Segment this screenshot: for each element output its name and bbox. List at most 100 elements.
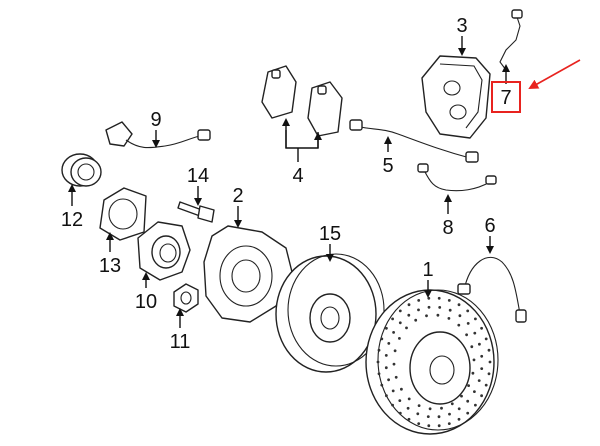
drill-hole xyxy=(447,422,451,425)
drill-holes xyxy=(376,296,492,428)
abs-sensor-part xyxy=(105,121,211,149)
drill-hole xyxy=(465,333,468,337)
drill-hole xyxy=(458,314,462,318)
drill-hole xyxy=(450,402,454,406)
seal-ring-part xyxy=(99,187,147,241)
drill-hole xyxy=(484,383,488,387)
drill-hole xyxy=(437,296,441,300)
drill-hole xyxy=(457,323,461,327)
drill-hole xyxy=(407,303,411,307)
drill-hole xyxy=(398,309,402,313)
drill-hole xyxy=(427,296,431,300)
drill-hole xyxy=(391,317,394,321)
highlight-arrow xyxy=(528,59,581,89)
drill-hole xyxy=(376,360,380,364)
drill-hole xyxy=(436,313,440,317)
drill-hole xyxy=(417,404,421,407)
part-7-highlight xyxy=(491,59,581,113)
drill-hole xyxy=(427,305,431,309)
callout-5: 5 xyxy=(382,155,393,177)
highlight-box xyxy=(491,81,521,113)
drill-hole xyxy=(407,397,411,401)
drill-hole xyxy=(437,415,441,419)
drill-hole xyxy=(457,407,461,411)
callout-8: 8 xyxy=(442,217,453,239)
drill-hole xyxy=(478,342,481,346)
drill-hole xyxy=(425,314,428,318)
drill-hole xyxy=(387,342,391,345)
drill-hole xyxy=(394,375,398,379)
drill-hole xyxy=(384,354,388,357)
drill-hole xyxy=(487,348,491,352)
brake-disc-drilled-part xyxy=(365,289,499,435)
drill-hole xyxy=(405,326,408,330)
brake-caliper-part xyxy=(421,55,491,139)
callout-12: 12 xyxy=(61,209,83,231)
drill-hole xyxy=(466,411,470,415)
wheel-bearing-part xyxy=(61,153,102,187)
drill-hole xyxy=(414,318,418,322)
callout-10: 10 xyxy=(135,291,157,313)
drill-hole xyxy=(440,406,443,410)
drill-hole xyxy=(472,358,476,362)
drill-hole xyxy=(392,362,396,366)
drill-hole xyxy=(377,372,381,376)
drill-hole xyxy=(488,360,492,364)
drill-hole xyxy=(447,299,451,302)
drill-hole xyxy=(474,317,477,321)
callout-2: 2 xyxy=(232,185,243,207)
wear-sensor-part xyxy=(499,9,523,71)
drill-hole xyxy=(398,337,401,340)
drill-hole xyxy=(471,371,475,375)
wheel-hub-part xyxy=(137,221,191,281)
drill-hole xyxy=(417,308,420,312)
callout-9: 9 xyxy=(150,109,161,131)
drill-hole xyxy=(392,331,395,334)
drill-hole xyxy=(437,424,441,428)
drill-hole xyxy=(380,383,384,387)
drill-hole xyxy=(417,422,421,425)
drill-hole xyxy=(470,345,474,349)
drill-hole xyxy=(428,407,432,411)
brake-hose-part xyxy=(457,256,527,323)
drill-hole xyxy=(398,399,402,402)
sensor-cable-part xyxy=(349,119,479,163)
drill-hole xyxy=(473,390,476,393)
drill-hole xyxy=(484,337,488,341)
drill-hole xyxy=(466,322,470,325)
drill-hole xyxy=(448,308,452,312)
drill-hole xyxy=(391,389,395,393)
drill-hole xyxy=(398,321,402,325)
callout-labels: 1 2 3 4 5 6 7 8 9 10 11 12 13 14 15 xyxy=(61,15,512,353)
drill-hole xyxy=(460,394,463,398)
drill-hole xyxy=(407,417,411,421)
drill-hole xyxy=(447,317,451,320)
drill-hole xyxy=(398,411,402,415)
hub-nut-part xyxy=(173,283,199,313)
drill-hole xyxy=(400,387,403,391)
drill-hole xyxy=(391,403,394,407)
drill-hole xyxy=(473,331,477,335)
drill-hole xyxy=(393,349,397,353)
drill-hole xyxy=(457,303,461,307)
drill-hole xyxy=(457,417,461,421)
drill-hole xyxy=(385,326,388,330)
drill-hole xyxy=(474,403,477,407)
callout-11: 11 xyxy=(170,331,191,353)
drill-hole xyxy=(466,309,470,313)
drill-hole xyxy=(480,394,483,398)
drill-hole xyxy=(407,313,411,317)
drill-hole xyxy=(448,412,451,416)
callout-3: 3 xyxy=(456,15,467,37)
drill-hole xyxy=(477,379,481,382)
drill-hole xyxy=(427,424,431,428)
drill-hole xyxy=(480,326,483,330)
leader-lines xyxy=(68,36,510,328)
drill-hole xyxy=(385,394,388,398)
brake-disc-plain-part xyxy=(275,253,385,373)
brake-pads-part xyxy=(261,65,343,137)
drill-hole xyxy=(467,384,470,387)
callout-4: 4 xyxy=(292,165,303,187)
